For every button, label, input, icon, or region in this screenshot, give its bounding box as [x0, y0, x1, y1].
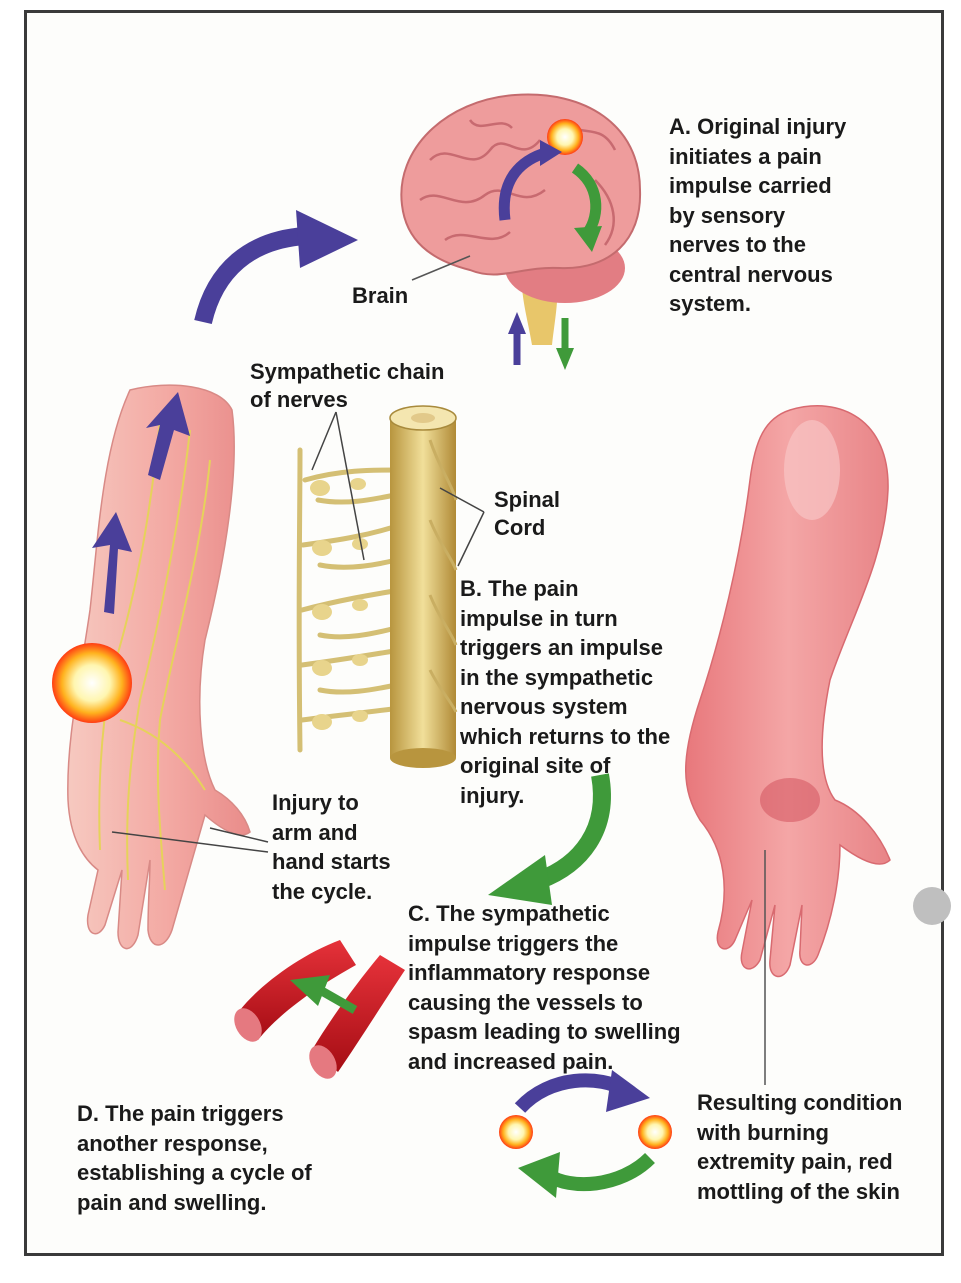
brain-leader-line: [411, 255, 471, 281]
injury-leader-line: [111, 831, 269, 853]
spinal-cord-label: Spinal Cord: [494, 487, 561, 540]
label-leader-lines: [311, 411, 485, 567]
injured-arm-icon: [52, 384, 251, 950]
step-a-text: A. Original injury initiates a pain impu…: [669, 114, 847, 316]
pain-cycle-icon: [499, 1070, 672, 1198]
brain-icon: [400, 93, 642, 370]
afferent-arrow-arm-to-brain-icon: [194, 210, 358, 325]
injury-label: Injury to arm and hand starts the cycle.: [272, 790, 391, 904]
brain-label: Brain: [352, 283, 409, 308]
step-d-text: D. The pain triggers another response, e…: [77, 1101, 312, 1215]
sympathetic-chain-label: Sympathetic chain of nerves: [250, 359, 445, 412]
inflamed-arm-icon: [685, 405, 891, 1085]
step-b-text: B. The pain impulse in turn triggers an …: [460, 576, 671, 808]
blood-vessel-icon: [234, 940, 405, 1079]
efferent-arrow-to-vessels-icon: [488, 773, 611, 905]
spinal-cord-icon: [296, 405, 458, 768]
scroll-indicator[interactable]: [913, 887, 951, 925]
step-c-text: C. The sympathetic impulse triggers the …: [408, 901, 681, 1074]
result-text: Resulting condition with burning extremi…: [697, 1090, 903, 1204]
